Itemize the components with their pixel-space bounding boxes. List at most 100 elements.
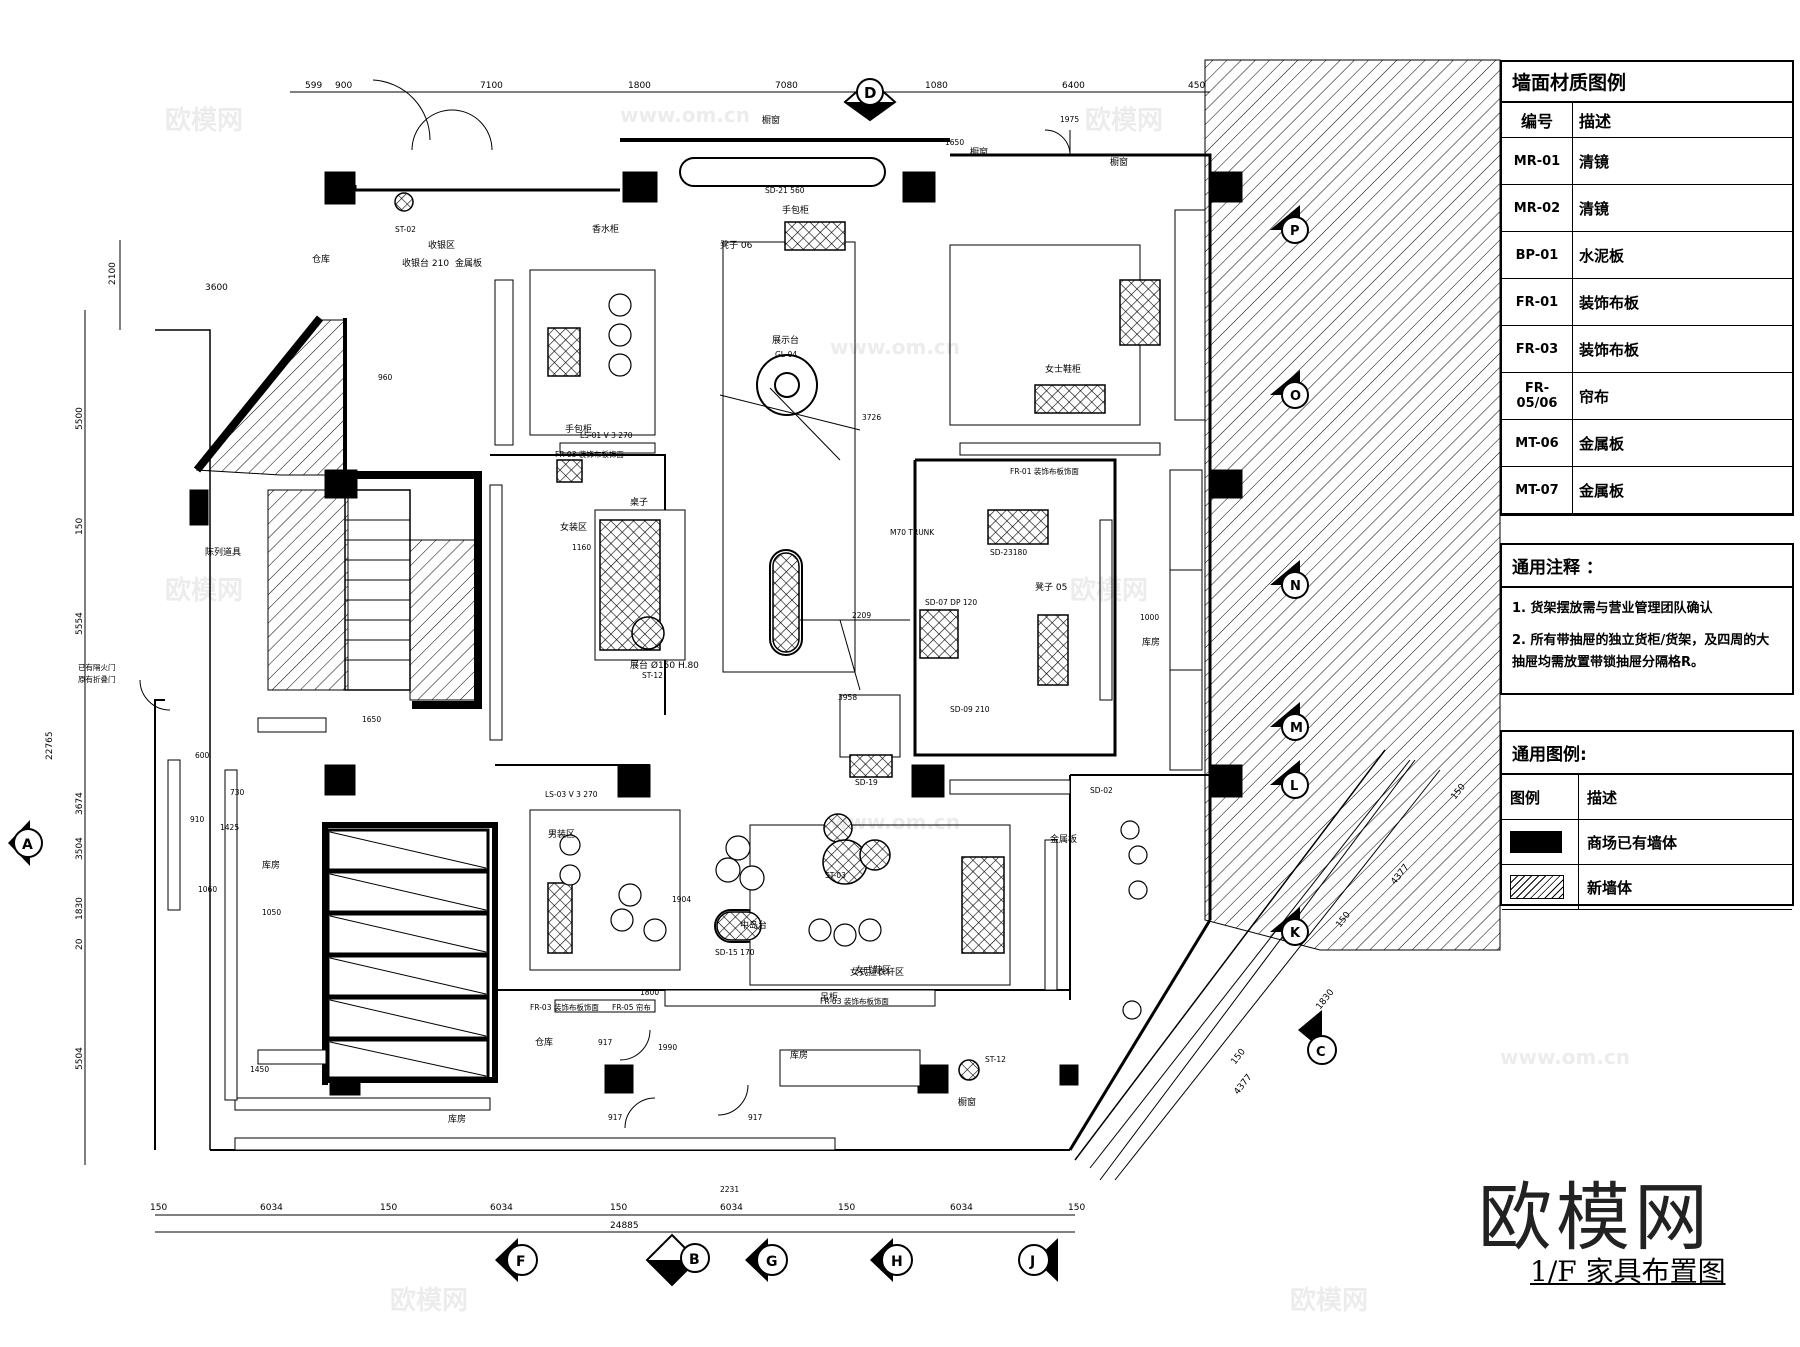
svg-text:ST-02: ST-02 (395, 225, 416, 234)
dim-bottom-9: 150 (1068, 1203, 1085, 1213)
dim-bottom-3: 150 (380, 1203, 397, 1213)
watermark-5: 欧模网 (390, 1286, 469, 1316)
svg-text:收银台 210: 收银台 210 (402, 257, 449, 269)
svg-text:1975: 1975 (1060, 115, 1079, 124)
svg-text:女式挂衣杆区: 女式挂衣杆区 (850, 966, 904, 978)
svg-text:橱窗: 橱窗 (970, 146, 988, 158)
round-tables (394, 192, 980, 1081)
dim-bottom-5: 150 (610, 1203, 627, 1213)
general-legend-row: 商场已有墙体 (1502, 819, 1792, 865)
svg-text:手包柜: 手包柜 (782, 204, 809, 216)
dim-left-9: 1830 (75, 897, 85, 920)
svg-text:FR-03 装饰布板饰面: FR-03 装饰布板饰面 (820, 996, 889, 1006)
dim-left-7: 3674 (75, 792, 85, 815)
svg-text:917: 917 (608, 1113, 623, 1122)
svg-text:已有隔火门: 已有隔火门 (78, 662, 116, 672)
svg-text:910: 910 (190, 815, 205, 824)
section-marker-top-D: D (843, 78, 897, 122)
watermark-2: 欧模网 (1085, 106, 1164, 136)
svg-text:M: M (1290, 721, 1303, 736)
watermark-3: 欧模网 (165, 576, 244, 606)
watermark-url-2: www.om.cn (830, 335, 961, 359)
svg-text:FR-03 装饰布板饰面: FR-03 装饰布板饰面 (530, 1002, 599, 1012)
dim-left-2: 3600 (205, 283, 228, 293)
fixture-labels: FR-03 装饰布板饰面 FR-01 装饰布板饰面 FR-03 装饰布板饰面 F… (78, 115, 1159, 1194)
svg-text:ST-12: ST-12 (985, 1055, 1006, 1064)
svg-text:金属板: 金属板 (455, 257, 482, 269)
svg-text:P: P (1290, 224, 1300, 239)
general-legend-row: 新墙体 (1502, 864, 1792, 910)
svg-text:女士鞋柜: 女士鞋柜 (1045, 363, 1081, 375)
svg-text:SD-21 560: SD-21 560 (765, 186, 805, 195)
staircase (344, 489, 411, 691)
dim-diag-1: 4377 (1232, 1073, 1254, 1097)
dim-diag-3: 1830 (1314, 987, 1336, 1011)
svg-text:LS-01 V 3 270: LS-01 V 3 270 (580, 431, 633, 440)
svg-text:917: 917 (748, 1113, 763, 1122)
watermark-6: 欧模网 (1290, 1286, 1369, 1316)
svg-text:1425: 1425 (220, 823, 239, 832)
svg-text:K: K (1290, 926, 1301, 941)
hatched-fixtures (547, 221, 1161, 954)
dim-left-4: 150 (75, 518, 85, 535)
general-legend-col-desc: 描述 (1578, 775, 1792, 820)
existing-wall-swatch-icon (1510, 831, 1562, 853)
dim-diag-4: 150 (1229, 1047, 1248, 1067)
watermark-url-1: www.om.cn (620, 103, 751, 127)
dim-top-6: 1080 (925, 81, 948, 91)
svg-text:1990: 1990 (658, 1043, 677, 1052)
material-legend-header-row: 编号 描述 (1502, 103, 1792, 138)
dim-left-1: 2100 (108, 262, 118, 285)
svg-text:SD-07 DP 120: SD-07 DP 120 (925, 598, 977, 607)
svg-text:1450: 1450 (250, 1065, 269, 1074)
svg-text:展示台: 展示台 (772, 334, 799, 346)
svg-text:中岛台: 中岛台 (740, 919, 767, 931)
svg-text:橱窗: 橱窗 (762, 114, 780, 126)
svg-text:库房: 库房 (790, 1049, 808, 1061)
room-labels: 收银区 仓库 陈列道具 库房 库房 库房 库房 仓库 橱窗 橱窗 橱窗 橱窗 收… (205, 114, 1160, 1125)
svg-text:J: J (1029, 1254, 1035, 1270)
svg-text:女式鞋区: 女式鞋区 (855, 964, 891, 976)
dim-top-4: 1800 (628, 81, 651, 91)
svg-text:桌子: 桌子 (630, 496, 648, 508)
general-legend-col-symbol: 图例 (1502, 775, 1579, 820)
svg-text:橱窗: 橱窗 (1110, 156, 1128, 168)
general-note-2: 2. 所有带抽屉的独立货柜/货架，及四周的大抽屉均需放置带锁抽屉分隔格R。 (1512, 633, 1770, 670)
svg-text:仓库: 仓库 (312, 253, 330, 265)
dim-top-2: 900 (335, 81, 352, 91)
watermark-1: 欧模网 (165, 106, 244, 136)
dim-bottom-7: 150 (838, 1203, 855, 1213)
dim-top-7: 6400 (1062, 81, 1085, 91)
door-swings (139, 79, 1071, 1129)
svg-text:SD-23180: SD-23180 (990, 548, 1027, 557)
dim-left-10: 20 (75, 938, 85, 950)
brand-logo-text: 欧模网 (1478, 1175, 1712, 1261)
svg-text:GL-04: GL-04 (775, 350, 797, 359)
svg-text:L: L (1290, 779, 1298, 794)
svg-text:B: B (689, 1252, 700, 1268)
svg-text:C: C (1316, 1045, 1326, 1060)
watermark-url-3: www.om.cn (830, 810, 961, 834)
svg-text:1050: 1050 (262, 908, 281, 917)
svg-text:手包柜: 手包柜 (565, 423, 592, 435)
dim-top-8: 450 (1188, 81, 1205, 91)
general-notes-title: 通用注释 ： (1502, 545, 1792, 588)
general-note-1: 1. 货架摆放需与营业管理团队确认 (1512, 601, 1713, 616)
svg-text:收银区: 收银区 (428, 239, 455, 251)
svg-text:LS-03 V 3 270: LS-03 V 3 270 (545, 790, 598, 799)
svg-text:1160: 1160 (572, 543, 591, 552)
dim-left-3: 5500 (75, 407, 85, 430)
watermark-4: 欧模网 (1070, 576, 1149, 606)
svg-text:N: N (1290, 579, 1301, 594)
general-legend: 通用图例: 图例 描述 商场已有墙体 新墙体 (1500, 730, 1794, 910)
material-legend-col-code: 编号 (1502, 103, 1573, 138)
svg-text:F: F (516, 1254, 526, 1270)
